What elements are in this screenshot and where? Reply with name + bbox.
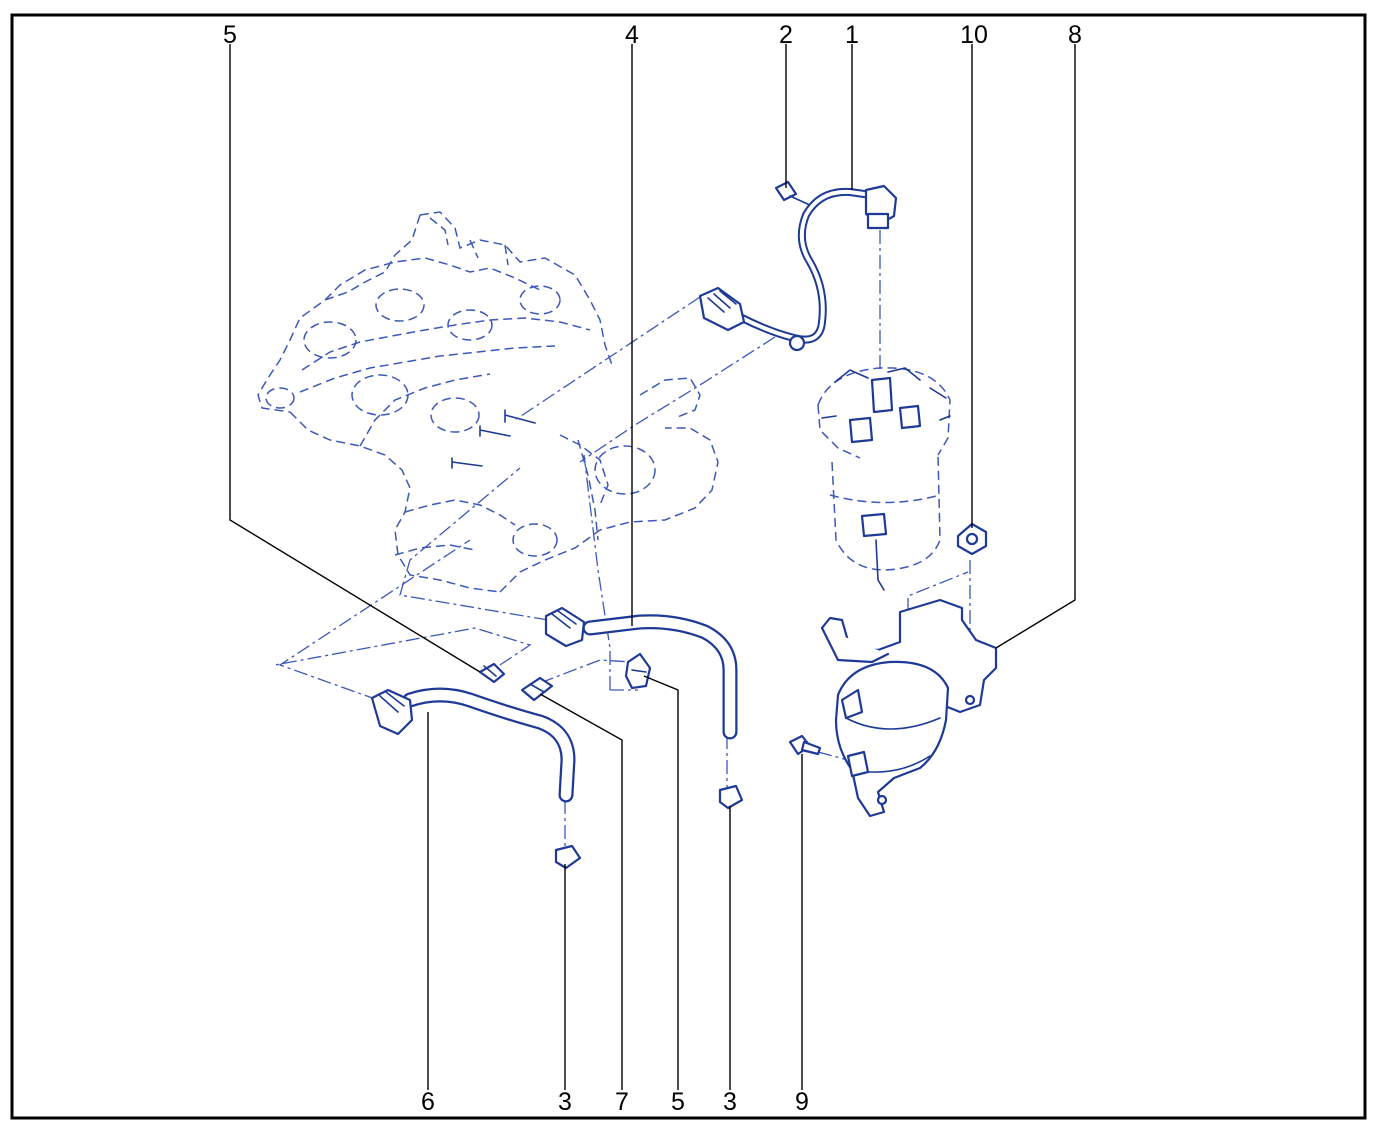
bracket-part-8 [820,598,998,818]
callout-5-bottom: 5 [671,1088,685,1116]
clip-part-5-lower [624,652,652,690]
fuel-filter-assembly [817,367,951,591]
callout-7: 7 [615,1088,629,1116]
diagram-frame [10,13,1367,1120]
callout-4: 4 [625,21,639,49]
callout-3-left: 3 [558,1088,572,1116]
callout-labels: 5 4 2 1 10 8 6 3 7 5 3 9 [223,21,1082,1116]
nut-part-10 [956,522,988,556]
clip-part-7 [520,676,554,702]
callout-1: 1 [845,21,859,49]
hose-part-6 [370,687,576,803]
callout-5-top: 5 [223,21,237,49]
leader-lines [229,44,1076,1090]
clip-part-5-upper [478,662,506,684]
callout-6: 6 [421,1088,435,1116]
clamp-part-3-left [554,844,582,870]
callout-3-right: 3 [723,1088,737,1116]
bolt-part-9 [788,734,822,756]
fitting-part-2 [774,180,813,207]
callout-10: 10 [960,21,988,49]
callout-8: 8 [1068,21,1082,49]
callout-2: 2 [779,21,793,49]
callout-9: 9 [795,1088,809,1116]
fuel-pipe-part-1 [698,184,898,352]
hose-part-4 [544,606,738,740]
clamp-part-3-right [718,784,744,810]
engine-block-ghost [257,211,719,593]
